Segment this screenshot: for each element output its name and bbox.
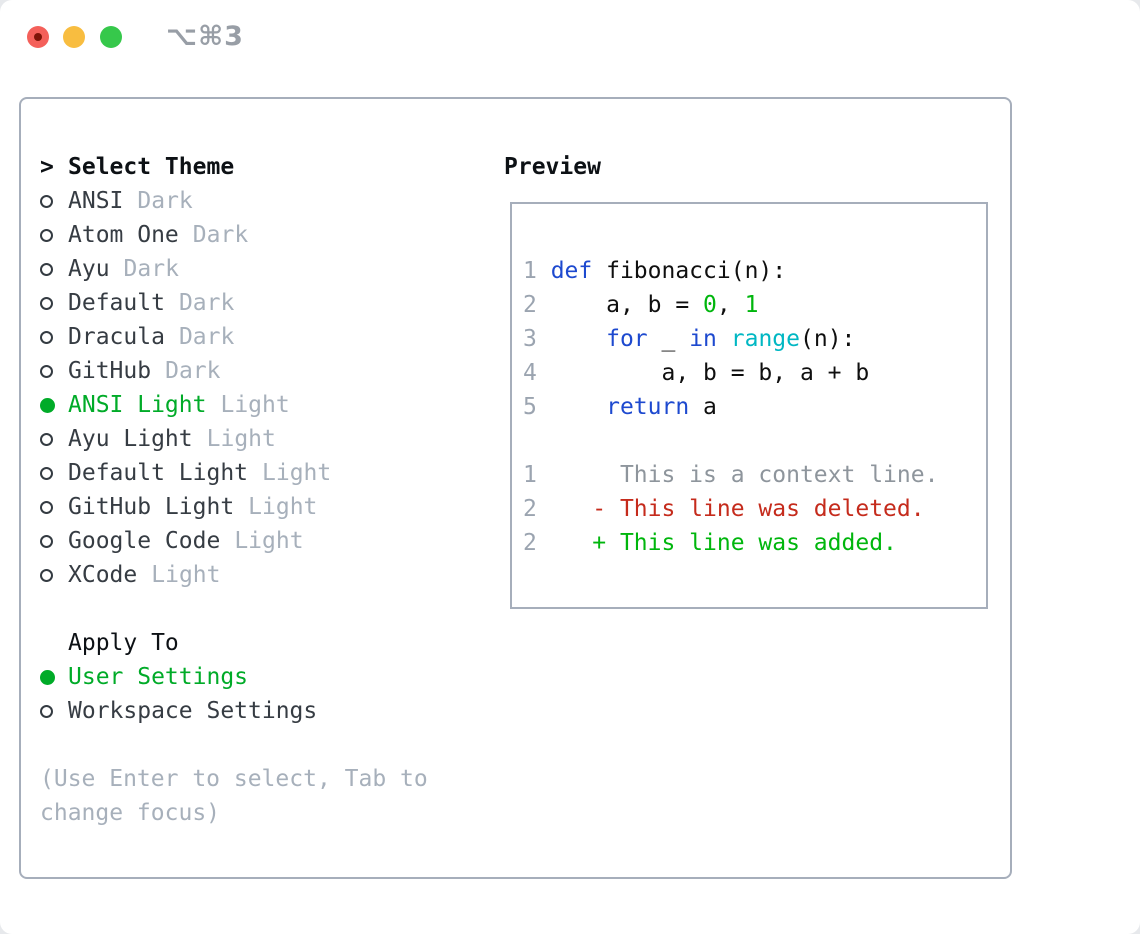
theme-option-github[interactable]: GitHub Dark xyxy=(21,354,491,388)
radio-icon xyxy=(40,194,53,208)
code-line: 3 for _ in range(n): xyxy=(523,326,856,352)
theme-name: XCode xyxy=(68,562,138,588)
theme-variant-tag: Light xyxy=(248,494,318,520)
theme-name: Ayu xyxy=(68,256,110,282)
theme-name: Default Light xyxy=(68,460,249,486)
radio-icon xyxy=(40,262,53,276)
code-line: 5 return a xyxy=(523,394,717,420)
theme-option-atom-one[interactable]: Atom One Dark xyxy=(21,218,491,252)
theme-variant-tag: Light xyxy=(151,562,221,588)
theme-name: ANSI xyxy=(68,188,124,214)
help-text: (Use Enter to select, Tab to change focus… xyxy=(21,762,491,830)
theme-option-xcode[interactable]: XCode Light xyxy=(21,558,491,592)
radio-icon xyxy=(40,330,53,344)
apply-option-label: User Settings xyxy=(68,664,249,690)
radio-icon xyxy=(40,397,55,413)
theme-variant-tag: Dark xyxy=(165,358,221,384)
help-text-line: (Use Enter to select, Tab to xyxy=(40,766,428,792)
theme-name: Atom One xyxy=(68,222,179,248)
radio-icon xyxy=(40,669,55,685)
close-button[interactable] xyxy=(27,26,49,48)
code-line: 2 - This line was deleted. xyxy=(523,496,925,522)
theme-name: Ayu Light xyxy=(68,426,193,452)
theme-variant-tag: Dark xyxy=(123,256,179,282)
theme-option-github-light[interactable]: GitHub Light Light xyxy=(21,490,491,524)
apply-option-user-settings[interactable]: User Settings xyxy=(21,660,491,694)
theme-list-header: Select Theme xyxy=(68,154,235,180)
theme-variant-tag: Light xyxy=(206,426,276,452)
theme-variant-tag: Dark xyxy=(178,290,235,316)
cursor-icon: > xyxy=(40,154,54,180)
radio-icon xyxy=(40,704,53,718)
theme-variant-tag: Dark xyxy=(192,222,249,248)
theme-name: Dracula xyxy=(68,324,165,350)
theme-variant-tag: Light xyxy=(234,528,304,554)
close-dot-icon xyxy=(34,33,42,41)
radio-icon xyxy=(40,568,53,582)
spacer xyxy=(21,592,491,626)
theme-variant-tag: Light xyxy=(262,460,332,486)
radio-icon xyxy=(40,534,53,548)
theme-option-dracula[interactable]: Dracula Dark xyxy=(21,320,491,354)
radio-icon xyxy=(40,296,53,310)
theme-option-ayu-light[interactable]: Ayu Light Light xyxy=(21,422,491,456)
code-line: 1 This is a context line. xyxy=(523,462,939,488)
theme-name: Google Code xyxy=(68,528,221,554)
radio-icon xyxy=(40,466,53,480)
window-title-shortcut: ⌥⌘3 xyxy=(166,21,244,52)
apply-option-workspace-settings[interactable]: Workspace Settings xyxy=(21,694,491,728)
spacer xyxy=(21,728,491,762)
theme-option-ayu[interactable]: Ayu Dark xyxy=(21,252,491,286)
code-line: 4 a, b = b, a + b xyxy=(523,360,870,386)
zoom-button[interactable] xyxy=(100,26,122,48)
code-line: 1 def fibonacci(n): xyxy=(523,258,787,284)
code-preview: 1 def fibonacci(n): 2 a, b = 0, 1 3 for _ … xyxy=(523,254,938,560)
code-line: 2 + This line was added. xyxy=(523,530,897,556)
code-line: 2 a, b = 0, 1 xyxy=(523,292,759,318)
theme-option-default-light[interactable]: Default Light Light xyxy=(21,456,491,490)
apply-to-header-row: Apply To xyxy=(21,626,491,660)
theme-option-ansi-light[interactable]: ANSI Light Light xyxy=(21,388,491,422)
apply-option-label: Workspace Settings xyxy=(68,698,318,724)
theme-variant-tag: Dark xyxy=(137,188,193,214)
apply-to-header: Apply To xyxy=(68,630,179,656)
help-text-line: change focus) xyxy=(40,800,221,826)
theme-option-default[interactable]: Default Dark xyxy=(21,286,491,320)
preview-header: Preview xyxy=(504,154,601,180)
radio-icon xyxy=(40,364,53,378)
theme-variant-tag: Light xyxy=(220,392,290,418)
theme-name: ANSI Light xyxy=(68,392,207,418)
radio-icon xyxy=(40,500,53,514)
theme-list-header-row: > Select Theme xyxy=(21,150,491,184)
minimize-button[interactable] xyxy=(63,26,85,48)
radio-icon xyxy=(40,228,53,242)
theme-name: GitHub xyxy=(68,358,152,384)
code-blank-line xyxy=(523,424,938,458)
theme-option-ansi[interactable]: ANSI Dark xyxy=(21,184,491,218)
theme-option-google-code[interactable]: Google Code Light xyxy=(21,524,491,558)
theme-name: Default xyxy=(68,290,165,316)
theme-name: GitHub Light xyxy=(68,494,235,520)
radio-icon xyxy=(40,432,53,446)
theme-variant-tag: Dark xyxy=(178,324,235,350)
preview-box: 1 def fibonacci(n): 2 a, b = 0, 1 3 for _ … xyxy=(510,202,988,609)
